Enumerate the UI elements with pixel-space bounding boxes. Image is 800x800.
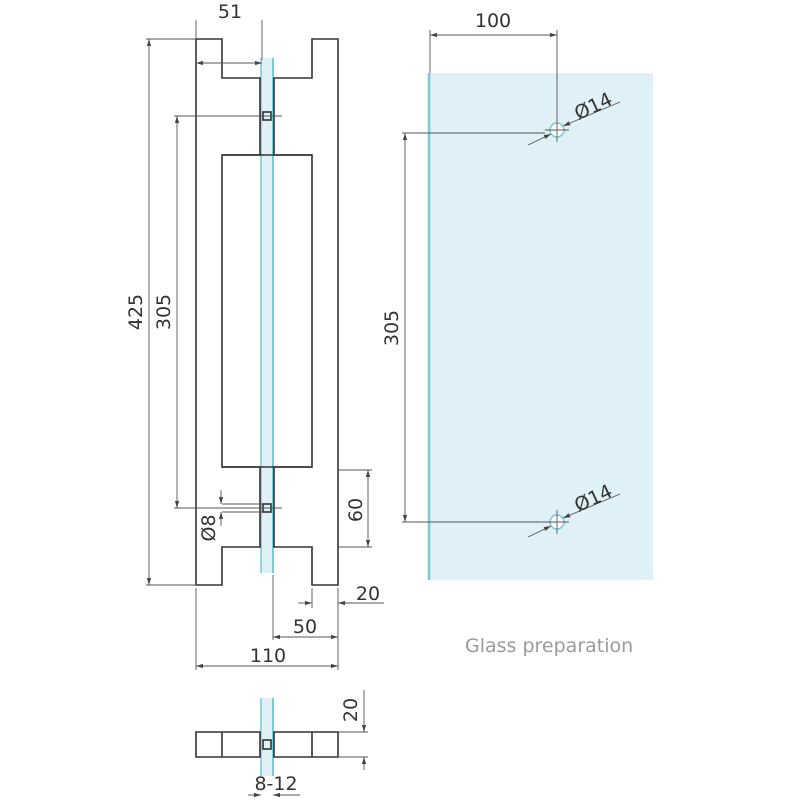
dim-bolt-dia: Ø8 bbox=[198, 514, 220, 541]
dim-51: 51 bbox=[218, 1, 242, 23]
dim-110: 110 bbox=[250, 645, 286, 667]
caption: Glass preparation bbox=[465, 635, 633, 657]
dim-60: 60 bbox=[345, 498, 367, 522]
dim-20-bar: 20 bbox=[340, 698, 362, 722]
glass-section bbox=[261, 58, 273, 573]
dim-305-right: 305 bbox=[381, 310, 403, 346]
dim-50: 50 bbox=[293, 616, 317, 638]
dim-100: 100 bbox=[475, 10, 511, 32]
dim-425: 425 bbox=[125, 294, 147, 330]
glass-panel bbox=[428, 73, 653, 580]
dim-305-left: 305 bbox=[153, 294, 175, 330]
dim-20-leg: 20 bbox=[356, 583, 380, 605]
dim-glass-thickness: 8-12 bbox=[254, 773, 297, 795]
